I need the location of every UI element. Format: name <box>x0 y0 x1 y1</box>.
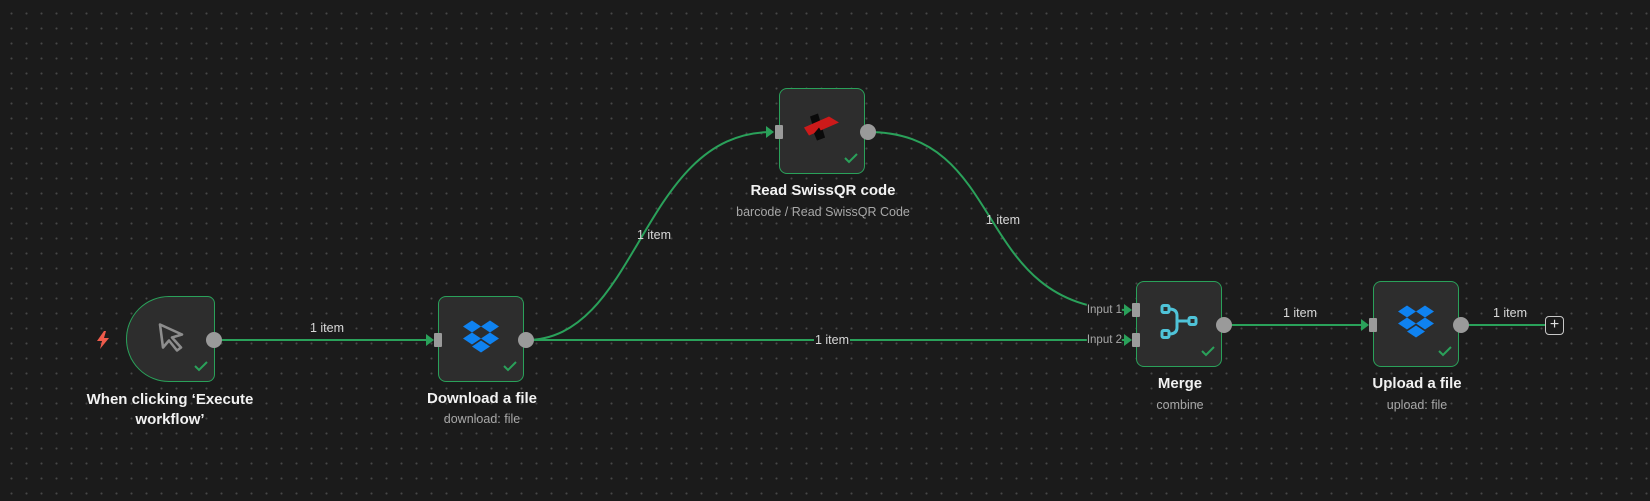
edge-label: 1 item <box>309 321 345 335</box>
node-subtitle: combine <box>1156 398 1204 412</box>
success-check-icon <box>503 359 517 377</box>
dropbox-icon <box>462 320 500 359</box>
merge-input2-handle[interactable] <box>1132 333 1140 347</box>
success-check-icon <box>844 151 858 169</box>
merge-input1-label: Input 1 <box>1086 304 1122 316</box>
merge-output-handle[interactable] <box>1216 317 1232 333</box>
upload-output-handle[interactable] <box>1453 317 1469 333</box>
edge-label: 1 item <box>985 213 1021 227</box>
merge-input2-label: Input 2 <box>1086 334 1122 346</box>
node-merge[interactable] <box>1136 281 1222 367</box>
node-subtitle: upload: file <box>1386 398 1448 412</box>
node-subtitle: download: file <box>443 412 521 426</box>
node-title: Download a file <box>426 390 538 407</box>
download-output-handle[interactable] <box>518 332 534 348</box>
arrow-icon <box>1361 319 1369 331</box>
success-check-icon <box>1438 344 1452 362</box>
cursor-icon <box>154 320 188 359</box>
add-node-button[interactable]: + <box>1545 316 1564 335</box>
success-check-icon <box>1201 344 1215 362</box>
merge-input1-handle[interactable] <box>1132 303 1140 317</box>
swissqr-input-handle[interactable] <box>775 125 783 139</box>
edge-label: 1 item <box>1282 306 1318 320</box>
arrow-icon <box>1124 334 1132 346</box>
node-download[interactable] <box>438 296 524 382</box>
edge-download-swissqr <box>525 131 773 341</box>
arrow-icon <box>766 126 774 138</box>
node-title: Merge <box>1157 375 1203 392</box>
trigger-output-handle[interactable] <box>206 332 222 348</box>
edge-swissqr-merge <box>867 131 1131 311</box>
node-upload[interactable] <box>1373 281 1459 367</box>
swissqr-output-handle[interactable] <box>860 124 876 140</box>
edge-label: 1 item <box>636 228 672 242</box>
node-title: When clicking ‘Execute workflow’ <box>86 391 254 428</box>
trigger-bolt-icon <box>96 331 110 354</box>
edge-label: 1 item <box>1492 306 1528 320</box>
node-title: Upload a file <box>1372 375 1462 392</box>
upload-input-handle[interactable] <box>1369 318 1377 332</box>
node-subtitle: barcode / Read SwissQR Code <box>736 205 910 219</box>
node-trigger[interactable] <box>126 296 215 382</box>
arrow-icon <box>426 334 434 346</box>
arrow-icon <box>1124 304 1132 316</box>
edge-label: 1 item <box>813 333 851 347</box>
download-input-handle[interactable] <box>434 333 442 347</box>
swissqr-icon <box>803 113 841 149</box>
merge-icon <box>1159 302 1199 347</box>
node-title: Read SwissQR code <box>750 182 896 199</box>
success-check-icon <box>194 359 208 377</box>
node-swissqr[interactable] <box>779 88 865 174</box>
dropbox-icon <box>1397 305 1435 344</box>
